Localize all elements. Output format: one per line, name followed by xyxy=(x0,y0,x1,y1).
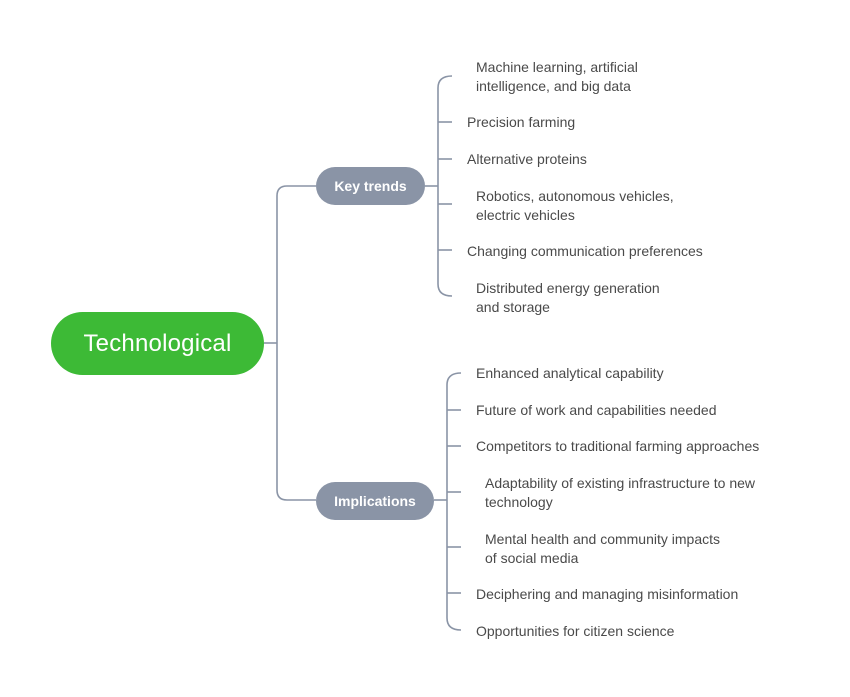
trend-item-alternative-proteins: Alternative proteins xyxy=(467,151,587,167)
impl-item-misinformation: Deciphering and managing misinformation xyxy=(476,586,739,602)
branch-key-trends: Key trends xyxy=(316,167,425,205)
trend-item-communication: Changing communication preferences xyxy=(467,243,703,259)
trend-item-robotics: Robotics, autonomous vehicles, electric … xyxy=(476,188,674,223)
impl-item-analytical: Enhanced analytical capability xyxy=(476,365,664,381)
trend-item-ml: Machine learning, artificial intelligenc… xyxy=(476,59,638,94)
trend-item-energy: Distributed energy generation and storag… xyxy=(476,280,660,315)
impl-item-mental-health: Mental health and community impacts of s… xyxy=(485,531,720,566)
root-node: Technological xyxy=(51,312,264,375)
connector-impl-bracket xyxy=(446,372,462,631)
impl-item-future-of-work: Future of work and capabilities needed xyxy=(476,402,717,418)
branch-implications: Implications xyxy=(316,482,434,520)
trend-item-precision-farming: Precision farming xyxy=(467,114,576,130)
impl-item-citizen-science: Opportunities for citizen science xyxy=(476,623,675,639)
impl-item-competitors: Competitors to traditional farming appro… xyxy=(476,438,760,454)
connector-trunk xyxy=(276,185,316,501)
connector-trends-bracket xyxy=(437,75,453,297)
impl-item-adaptability: Adaptability of existing infrastructure … xyxy=(485,475,756,510)
